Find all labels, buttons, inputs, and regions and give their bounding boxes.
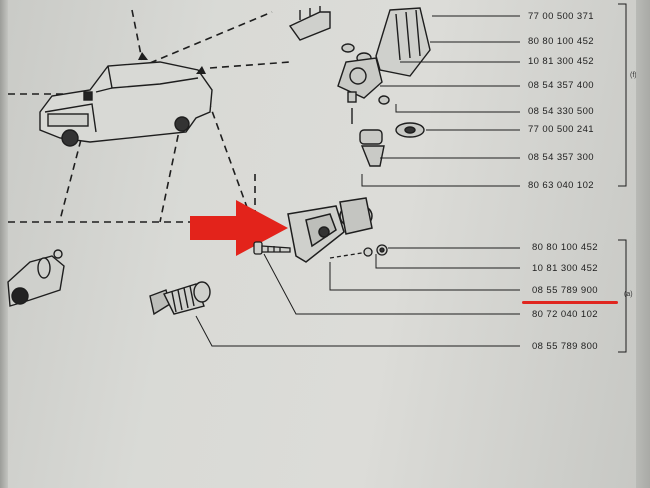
part-number: 80 72 040 102 xyxy=(532,309,598,320)
red-arrow-icon xyxy=(190,200,288,256)
part-number: 80 80 100 452 xyxy=(528,36,594,47)
washer-part xyxy=(329,244,388,259)
part-number: 10 81 300 452 xyxy=(532,263,598,274)
part-number: 08 54 357 300 xyxy=(528,152,594,163)
door-handle-part xyxy=(287,197,373,263)
footnote-marker: (f) xyxy=(630,72,637,79)
lower-lock-cylinder-part xyxy=(149,281,211,316)
part-number: 08 55 789 800 xyxy=(532,341,598,352)
book-page-edge xyxy=(636,0,650,488)
part-number-highlighted: 08 55 789 900 xyxy=(532,285,598,296)
left-lock-part xyxy=(7,249,65,307)
part-number: 08 54 357 400 xyxy=(528,80,594,91)
footnote-marker: (a) xyxy=(624,291,633,298)
part-number: 77 00 500 241 xyxy=(528,124,594,135)
red-underline-mark xyxy=(522,301,618,304)
mechanism-part xyxy=(337,43,390,105)
arrow-tip-marker xyxy=(138,52,148,60)
part-number: 80 63 040 102 xyxy=(528,180,594,191)
lock-cylinder-part xyxy=(351,108,425,167)
car-icon xyxy=(39,61,213,147)
part-number: 10 81 300 452 xyxy=(528,56,594,67)
part-number: 08 54 330 500 xyxy=(528,106,594,117)
screw-part xyxy=(253,241,291,255)
bracket-part xyxy=(288,6,431,77)
leader-lines-top xyxy=(361,3,627,187)
arrow-tip-marker xyxy=(196,66,206,74)
leader-lines-bottom xyxy=(195,239,627,353)
page-fold-shadow xyxy=(0,0,8,488)
part-number: 80 80 100 452 xyxy=(532,242,598,253)
part-number: 77 00 500 371 xyxy=(528,11,594,22)
